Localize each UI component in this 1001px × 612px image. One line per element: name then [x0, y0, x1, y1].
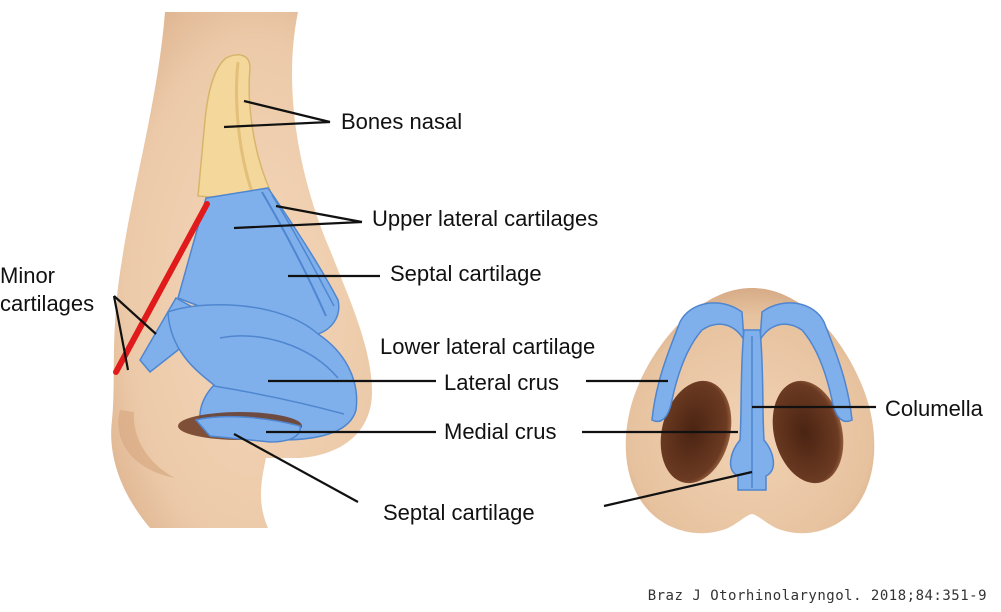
medial-crus-shape: [194, 415, 301, 443]
label-lower-lateral-cartilage: Lower lateral cartilage: [380, 334, 596, 359]
upper-cartilage-shape: [177, 187, 340, 335]
ala-shadow: [118, 410, 175, 478]
label-upper-lateral-cartilages: Upper lateral cartilages: [372, 206, 599, 231]
label-minor-cartilages: Minor cartilages: [0, 263, 95, 316]
minor-cartilages-highlight: [113, 201, 210, 375]
basal-lateral-crus-left: [651, 302, 745, 423]
label-columella: Columella: [885, 396, 983, 421]
citation-text: Braz J Otorhinolaryngol. 2018;84:351-9: [647, 588, 987, 604]
label-septal-cartilage-upper: Septal cartilage: [390, 261, 542, 286]
label-septal-cartilage-lower: Septal cartilage: [383, 500, 535, 525]
label-lateral-crus: Lateral crus: [444, 370, 559, 395]
basal-lateral-crus-right: [759, 302, 853, 423]
lower-lateral-cartilage-shape: [167, 303, 358, 441]
label-medial-crus: Medial crus: [444, 419, 557, 444]
leader-lines: [112, 99, 876, 508]
label-bones-nasal: Bones nasal: [341, 109, 463, 134]
